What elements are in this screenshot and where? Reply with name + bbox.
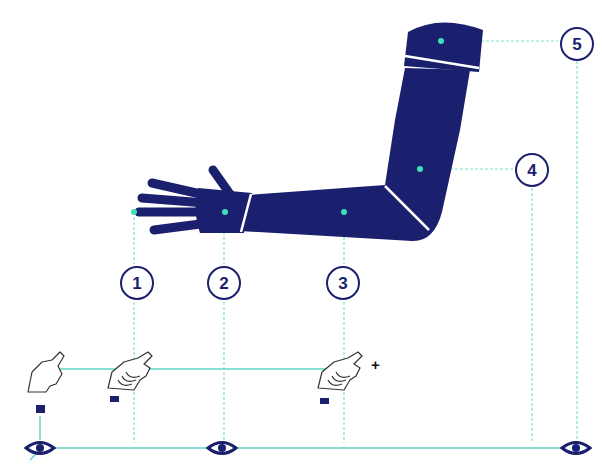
eye-icon [26, 443, 54, 454]
icon-mark [320, 398, 329, 404]
marker-dot [222, 209, 228, 215]
finger [139, 208, 205, 217]
plus-sign: + [371, 357, 380, 372]
marker-dot [341, 209, 347, 215]
marker-dot [417, 166, 423, 172]
arm [195, 22, 483, 241]
icon-mark [36, 405, 45, 413]
marker-dot [438, 38, 444, 44]
leader-line [223, 302, 224, 440]
wrist-joint [241, 194, 251, 232]
elbow-joint [385, 186, 429, 230]
callout-circle: 4 [515, 153, 549, 187]
fingers [139, 170, 230, 230]
base-line [52, 447, 590, 449]
finger [154, 223, 208, 230]
hand-icon-fingers [118, 372, 140, 385]
hand-line [56, 368, 330, 370]
callout-circle: 2 [207, 266, 241, 300]
callout-number: 1 [132, 275, 141, 292]
callout-circle: 3 [326, 266, 360, 300]
callout-number: 5 [572, 36, 581, 53]
leader-line [531, 188, 532, 443]
hand-icon [108, 352, 152, 390]
callout-number: 3 [338, 275, 347, 292]
forearm-upperarm [240, 68, 470, 241]
callout-circle: 5 [560, 27, 594, 61]
hand-icons [28, 352, 362, 392]
eye-icon [208, 443, 236, 454]
joint-lines [241, 56, 479, 232]
hand-icon [318, 352, 362, 390]
leader-line [133, 212, 134, 264]
finger [142, 198, 205, 203]
eye-stem [39, 416, 41, 440]
shoulder [404, 22, 483, 72]
icon-mark [110, 396, 119, 402]
marker-dots [131, 38, 444, 215]
callout-circle: 1 [120, 266, 154, 300]
callout-number: 2 [219, 275, 228, 292]
callout-number: 4 [527, 162, 536, 179]
shoulder-joint [405, 56, 479, 68]
finger [152, 183, 205, 195]
eye-icon [562, 443, 590, 454]
hand-icon-fingers [328, 372, 350, 385]
eye-icons [26, 443, 590, 454]
leader-line [576, 61, 577, 440]
leader-lines [134, 41, 577, 443]
thumb [213, 170, 230, 194]
marker-dot [131, 209, 137, 215]
hand-icon [28, 352, 64, 392]
hand-icon-marks [36, 396, 329, 413]
